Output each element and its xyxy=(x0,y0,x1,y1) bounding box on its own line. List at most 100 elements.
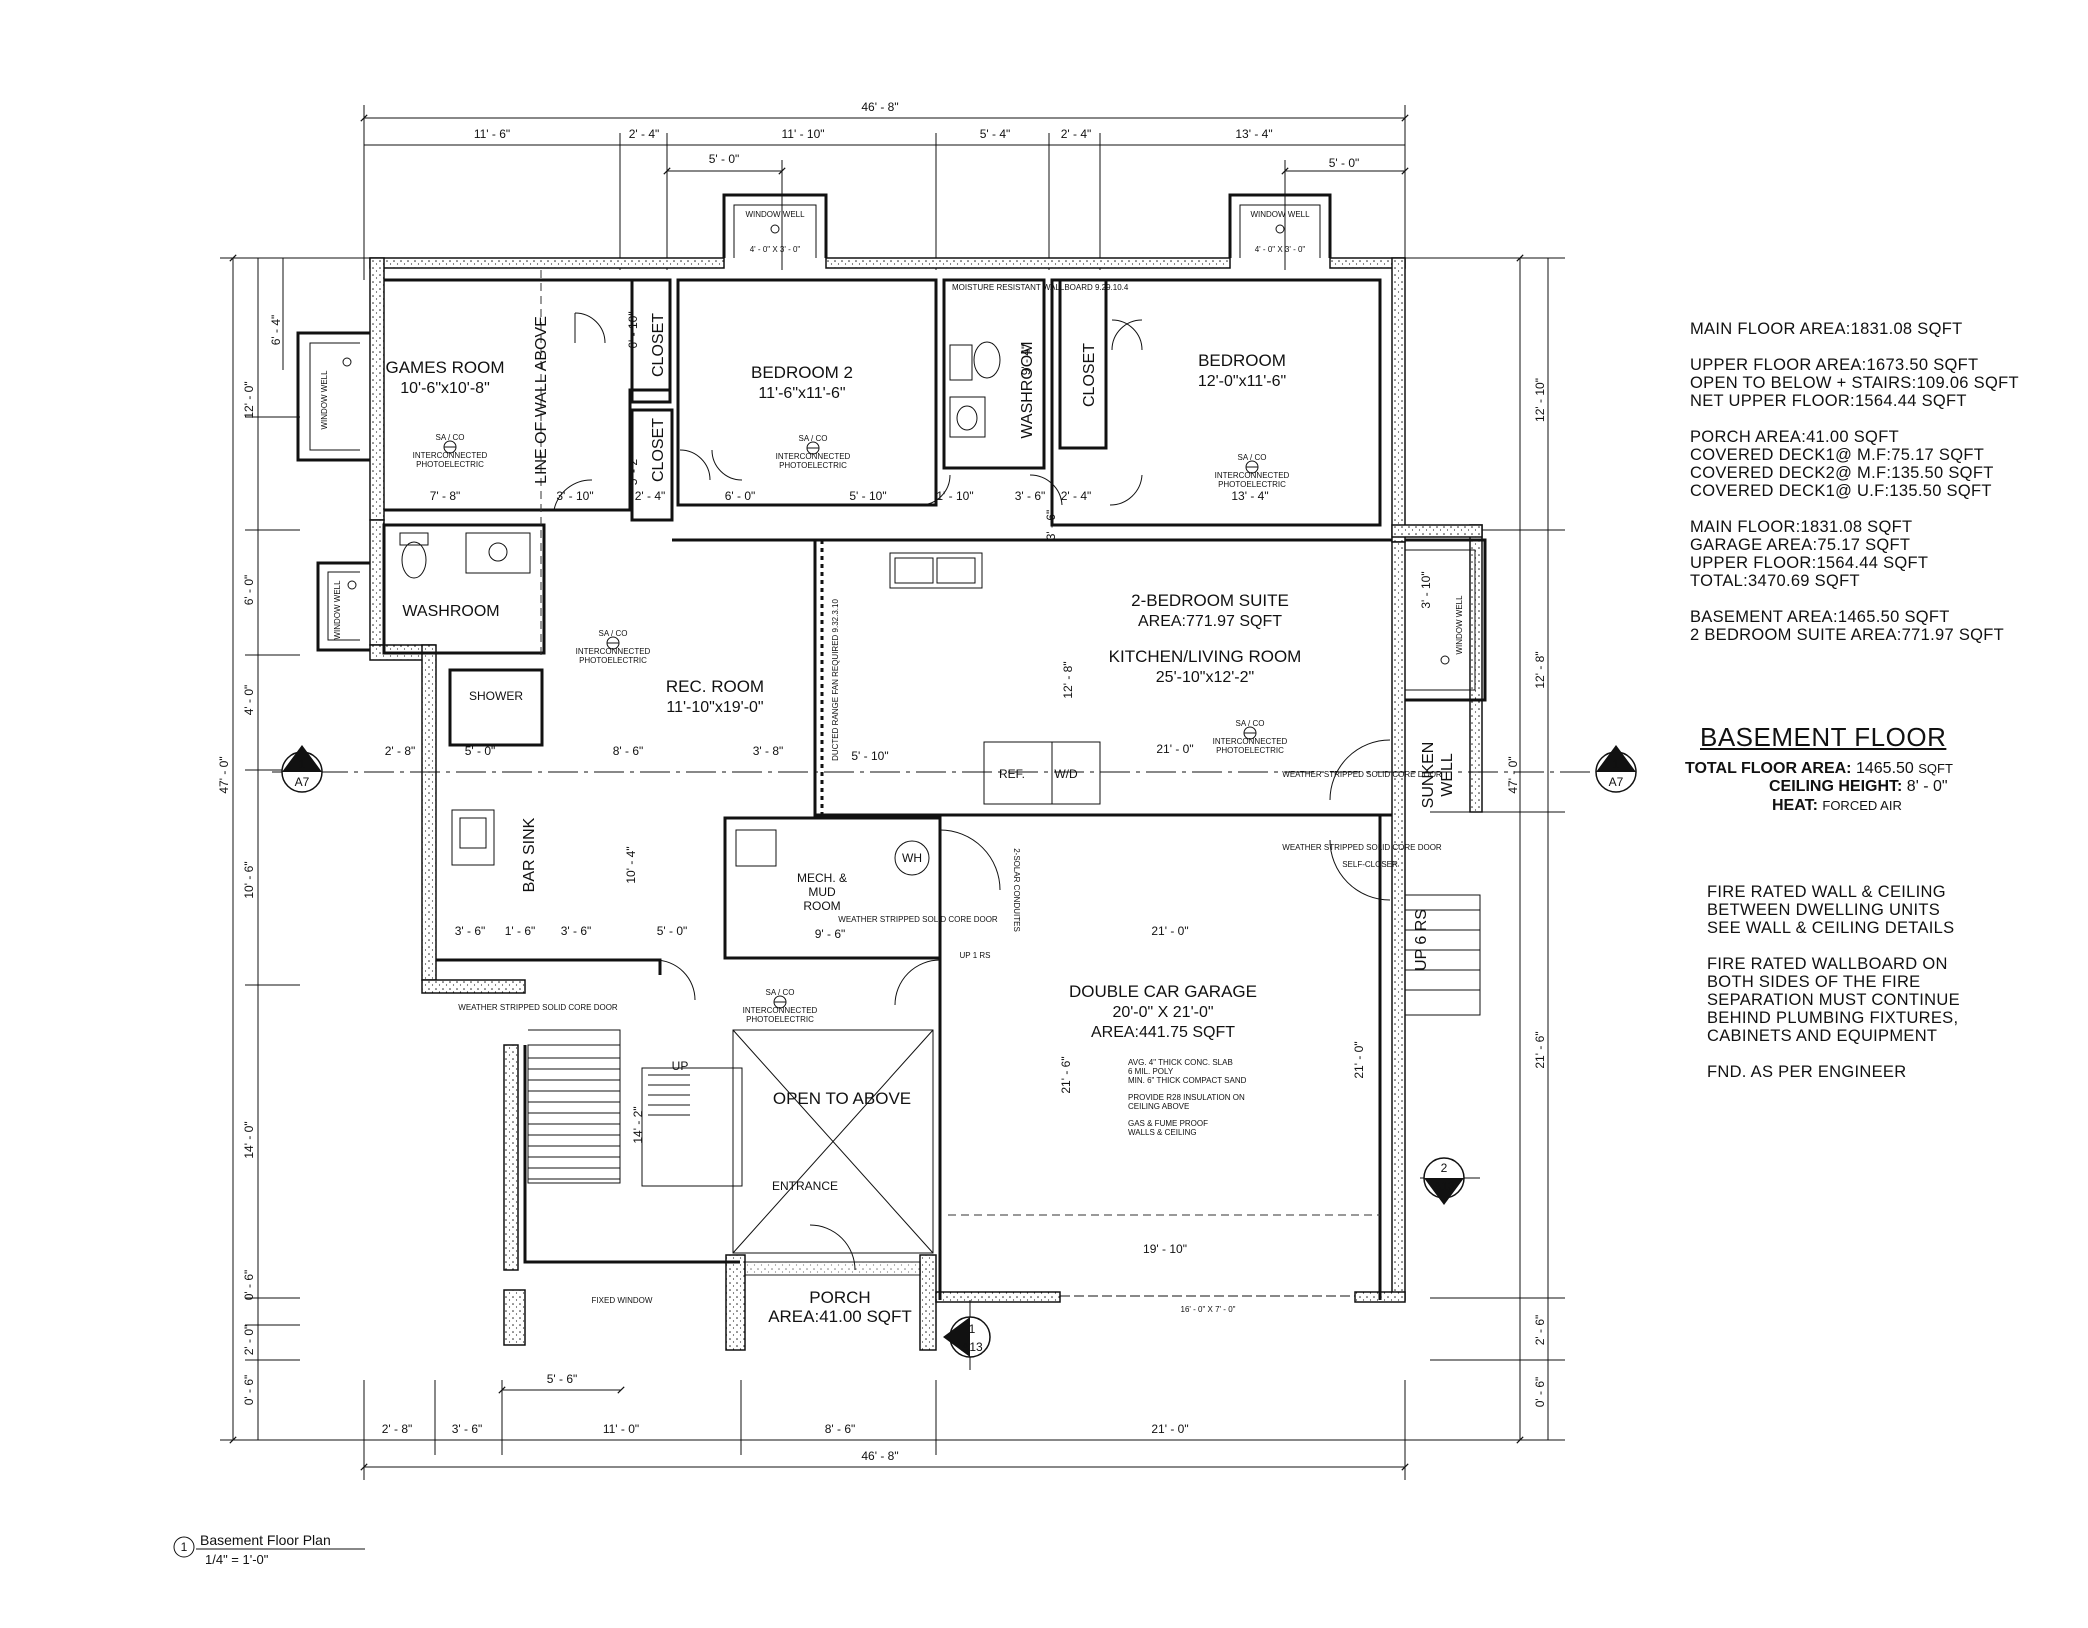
sink-icon xyxy=(949,396,986,438)
interior-dimension: 3' - 10" xyxy=(1419,571,1433,608)
legend-ceiling-label: CEILING HEIGHT: xyxy=(1769,778,1903,795)
legend-ceiling-value: 8' - 0" xyxy=(1906,778,1948,795)
detector-label: INTERCONNECTED xyxy=(413,451,488,460)
interior-dimension: 3' - 8" xyxy=(753,744,784,758)
dim-top-6: 13' - 4" xyxy=(1235,127,1272,141)
bedroom-size: 12'-0"x11'-6" xyxy=(1198,373,1286,390)
svg-text:A7: A7 xyxy=(1609,775,1624,789)
weather-door-label-4: WEATHER STRIPPED SOLID CORE DOOR xyxy=(1282,843,1442,852)
detector-label: INTERCONNECTED xyxy=(1215,471,1290,480)
svg-text:4' - 0" X 3' - 0": 4' - 0" X 3' - 0" xyxy=(1255,245,1306,254)
interior-dimension: 21' - 0" xyxy=(1352,1041,1366,1078)
svg-text:WINDOW WELL: WINDOW WELL xyxy=(1250,210,1310,219)
entrance-label: ENTRANCE xyxy=(772,1179,838,1193)
laundry-sink-icon xyxy=(735,829,777,867)
dim-left-10: 0' - 6" xyxy=(242,1375,256,1406)
dim-top-5: 2' - 4" xyxy=(1061,127,1092,141)
dim-bottom-extra: 5' - 6" xyxy=(547,1372,578,1386)
garage-note-7: WALLS & CEILING xyxy=(1128,1128,1197,1137)
dim-right-5: 0' - 6" xyxy=(1533,1377,1547,1408)
interior-dimension: 21' - 6" xyxy=(1059,1056,1073,1093)
ref-label: REF. xyxy=(999,767,1025,781)
detector-label: PHOTOELECTRIC xyxy=(1216,746,1284,755)
dim-right-1: 12' - 10" xyxy=(1533,378,1547,422)
open-to-above-label: OPEN TO ABOVE xyxy=(773,1089,911,1108)
weather-door-label: WEATHER STRIPPED SOLID CORE DOOR xyxy=(458,1003,618,1012)
area-note-line: OPEN TO BELOW + STAIRS:109.06 SQFT xyxy=(1690,374,2019,392)
water-heater-label: WH xyxy=(902,851,922,865)
section-marker-a13-bottom: 1 A13 xyxy=(943,1300,991,1370)
fire-note-line: FND. AS PER ENGINEER xyxy=(1707,1063,1907,1081)
rec-room-label: REC. ROOM xyxy=(666,677,764,696)
section-marker-left: 1 A7 xyxy=(272,745,1600,793)
interior-dimension: 10' - 4" xyxy=(624,846,638,883)
detector-label: SA / CO xyxy=(1236,719,1265,728)
fixed-window-label: FIXED WINDOW xyxy=(592,1296,653,1305)
interior-dimension: 7' - 8" xyxy=(430,489,461,503)
detector-label: PHOTOELECTRIC xyxy=(416,460,484,469)
garage-note-3: MIN. 6" THICK COMPACT SAND xyxy=(1128,1076,1247,1085)
area-note-line: COVERED DECK2@ M.F:135.50 SQFT xyxy=(1690,464,1994,482)
sunken-well-label-2: WELL xyxy=(1439,753,1456,797)
garage-size: 20'-0" X 21'-0" xyxy=(1112,1004,1213,1021)
garage-note-4: PROVIDE R28 INSULATION ON xyxy=(1128,1093,1245,1102)
dim-left-6: 10' - 6" xyxy=(242,861,256,898)
suite-label: 2-BEDROOM SUITE xyxy=(1131,591,1289,610)
fire-note-line: FIRE RATED WALL & CEILING xyxy=(1707,883,1946,901)
interior-dimension: 9' - 6" xyxy=(815,927,846,941)
area-note-line: MAIN FLOOR AREA:1831.08 SQFT xyxy=(1690,320,1963,338)
legend-heat-label: HEAT: xyxy=(1772,797,1818,814)
water-heater-icon xyxy=(894,840,930,876)
ducted-range-fan-label: DUCTED RANGE FAN REQUIRED 9.32.3.10 xyxy=(831,599,840,761)
stairs xyxy=(527,1044,743,1187)
svg-text:1: 1 xyxy=(969,1322,976,1336)
mech-room-label-3: ROOM xyxy=(803,899,840,913)
open-to-above-area xyxy=(732,1029,934,1254)
detector-label: PHOTOELECTRIC xyxy=(746,1015,814,1024)
garage-door: 16' - 0" X 7' - 0" xyxy=(1060,1295,1355,1314)
garage-note-6: GAS & FUME PROOF xyxy=(1128,1119,1208,1128)
svg-text:16' - 0" X 7' - 0": 16' - 0" X 7' - 0" xyxy=(1181,1305,1236,1314)
garage-note-2: 6 MIL. POLY xyxy=(1128,1067,1174,1076)
area-note-line: PORCH AREA:41.00 SQFT xyxy=(1690,428,1899,446)
fire-note-line: CABINETS AND EQUIPMENT xyxy=(1707,1027,1938,1045)
interior-dimension: 3' - 6" xyxy=(561,924,592,938)
games-room-label: GAMES ROOM xyxy=(385,358,504,377)
interior-dimension: 3' - 6" xyxy=(1044,510,1058,541)
dim-bottom-4: 8' - 6" xyxy=(825,1422,856,1436)
interior-dimension: 3' - 6" xyxy=(1015,489,1046,503)
up-1-rs-label: UP 1 RS xyxy=(960,951,991,960)
detector-label: INTERCONNECTED xyxy=(576,647,651,656)
dim-right-2: 12' - 8" xyxy=(1533,651,1547,688)
interior-dimension: 13' - 4" xyxy=(1231,489,1268,503)
window-well-right: WINDOW WELL xyxy=(1405,538,1487,702)
interior-dimension: 21' - 0" xyxy=(1156,742,1193,756)
area-notes: MAIN FLOOR AREA:1831.08 SQFT UPPER FLOOR … xyxy=(1690,320,2019,662)
window-well-left-2: WINDOW WELL xyxy=(316,561,370,652)
area-note-line: NET UPPER FLOOR:1564.44 SQFT xyxy=(1690,392,1967,410)
legend-heat-row: HEAT: FORCED AIR xyxy=(1772,797,1902,815)
dim-left-3: 6' - 0" xyxy=(242,575,256,606)
fire-note-line: BEHIND PLUMBING FIXTURES, xyxy=(1707,1009,1959,1027)
fire-note-line: SEPARATION MUST CONTINUE xyxy=(1707,991,1960,1009)
legend-heat-value: FORCED AIR xyxy=(1822,798,1902,813)
interior-dimension: 21' - 0" xyxy=(1151,924,1188,938)
up-label: UP xyxy=(672,1059,689,1073)
interior-dimension: 5' - 10" xyxy=(851,749,888,763)
area-note-line: COVERED DECK1@ U.F:135.50 SQFT xyxy=(1690,482,1992,500)
detector-label: SA / CO xyxy=(599,629,628,638)
smoke-detectors xyxy=(443,440,1259,1009)
area-note-line: UPPER FLOOR:1564.44 SQFT xyxy=(1690,554,1929,572)
svg-text:1: 1 xyxy=(299,757,306,771)
detector-label: INTERCONNECTED xyxy=(1213,737,1288,746)
plumbing-fixtures xyxy=(399,341,1101,876)
svg-text:A13: A13 xyxy=(961,1340,983,1354)
area-note-line: UPPER FLOOR AREA:1673.50 SQFT xyxy=(1690,356,1979,374)
legend-total-unit: SQFT xyxy=(1918,761,1953,776)
fire-note-block: FND. AS PER ENGINEER xyxy=(1707,1063,1960,1081)
